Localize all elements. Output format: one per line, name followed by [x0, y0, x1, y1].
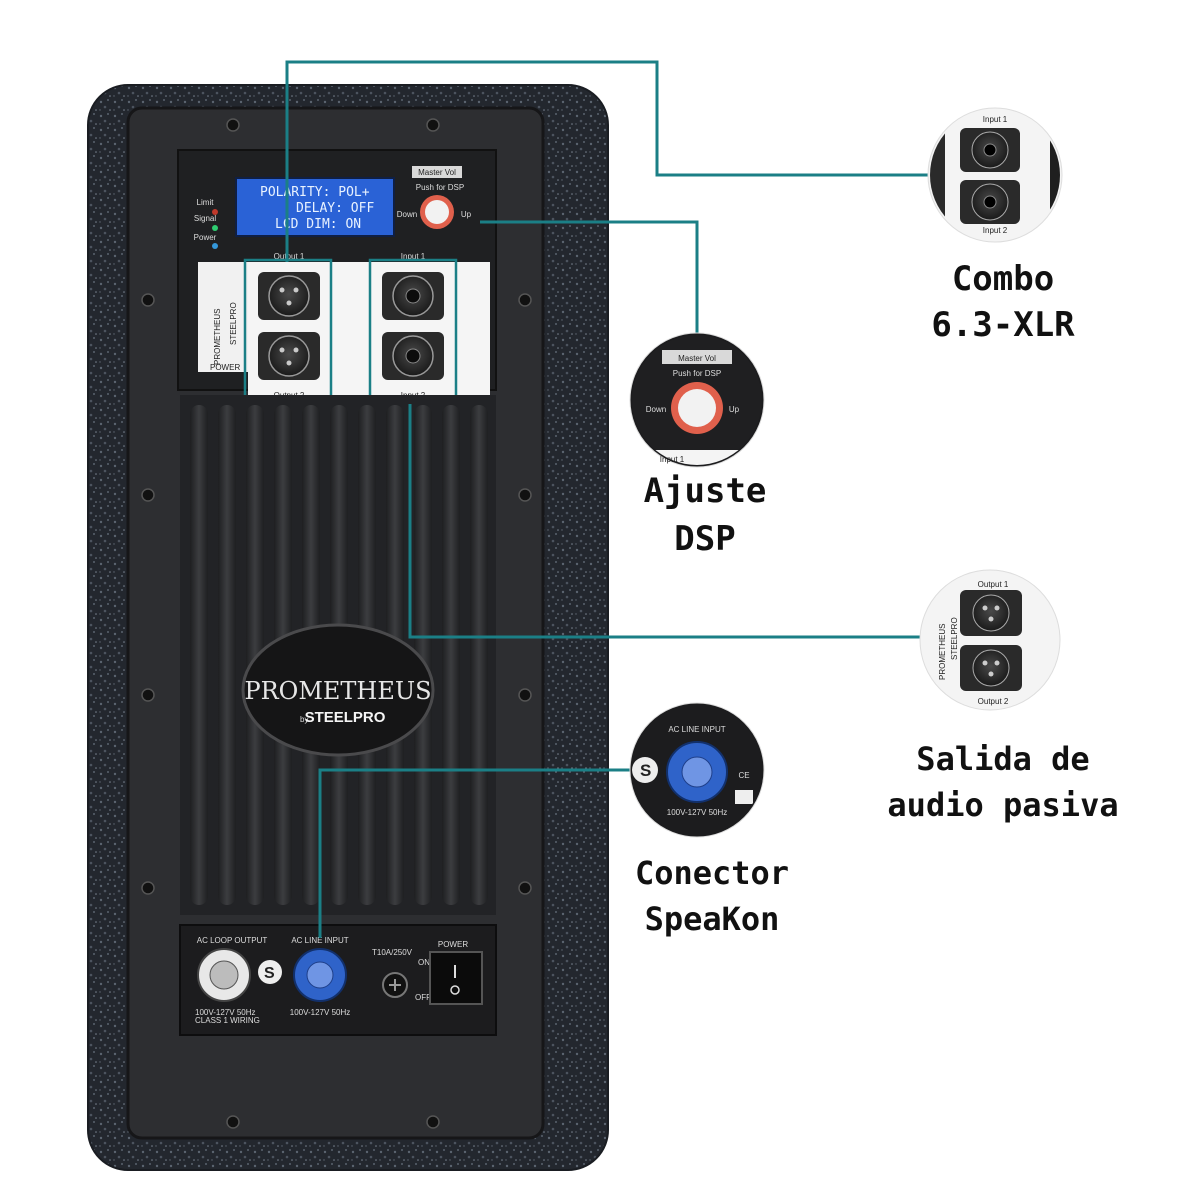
off-label: OFF	[415, 993, 431, 1002]
speakon-caption-line-2: SpeaKon	[645, 900, 780, 938]
combo-input-2[interactable]	[382, 332, 444, 380]
dsp-callout-line	[480, 220, 699, 335]
combo-input-1[interactable]	[382, 272, 444, 320]
ac-line-label: AC LINE INPUT	[291, 936, 348, 945]
combo-caption-line-1: Combo	[952, 259, 1054, 299]
led-label-signal: Signal	[194, 214, 216, 223]
lcd-display: POLARITY: POL+ DELAY: OFF LCD DIM: ON	[235, 177, 395, 237]
combo-zoom-bottom-label: Input 2	[983, 226, 1008, 235]
input-connector-plate: Input 1 Input 2	[330, 252, 490, 402]
output-1-label: Output 1	[274, 252, 305, 261]
lcd-line-2: DELAY: OFF	[296, 201, 374, 216]
master-vol-label: Master Vol	[418, 168, 456, 177]
led-label-limit: Limit	[197, 198, 215, 207]
power-label: POWER	[438, 940, 468, 949]
dsp-zoom-circle: Master Vol Push for DSP Down Up Input 1	[629, 332, 765, 468]
speakon-callout-line	[318, 768, 632, 938]
control-panel: Limit Signal Power POLARITY: POL+ DELAY:…	[194, 166, 490, 406]
heatsink-fin	[218, 405, 236, 905]
output-zoom-top: Output 1	[978, 580, 1009, 589]
input-1-label: Input 1	[401, 252, 426, 261]
ac-loop-label: AC LOOP OUTPUT	[197, 936, 268, 945]
output-callout-line	[408, 404, 922, 639]
combo-callout-line	[285, 60, 930, 262]
side-brand-name: PROMETHEUS	[213, 309, 222, 365]
output-zoom-sub: STEELPRO	[950, 617, 959, 660]
dsp-zoom-input: Input 1	[660, 455, 685, 464]
output-zoom-bottom: Output 2	[978, 697, 1009, 706]
xlr-output-1[interactable]	[258, 272, 320, 320]
side-brand-strip: PROMETHEUS STEELPRO POWER	[198, 262, 248, 372]
on-label: ON	[418, 958, 430, 967]
status-leds: Limit Signal Power	[194, 198, 218, 249]
power-small-label: POWER	[210, 363, 240, 372]
ac-loop-class: CLASS 1 WIRING	[195, 1016, 260, 1025]
limit-led	[212, 209, 218, 215]
output-caption-line-1: Salida de	[916, 740, 1089, 778]
brand-logo: PROMETHEUS by STEELPRO	[241, 623, 435, 757]
output-zoom-brand: PROMETHEUS	[938, 624, 947, 680]
output-zoom-circle: Output 1 Output 2 PROMETHEUS STEELPRO	[919, 569, 1061, 711]
led-label-power: Power	[194, 233, 217, 242]
ac-line-spec: 100V-127V 50Hz	[290, 1008, 351, 1017]
speakon-zoom-label: AC LINE INPUT	[668, 725, 725, 734]
dsp-zoom-down: Down	[646, 405, 666, 414]
up-label: Up	[461, 210, 472, 219]
lcd-line-3: LCD DIM: ON	[275, 217, 361, 232]
heatsink-fin	[414, 405, 432, 905]
xlr-output-2[interactable]	[258, 332, 320, 380]
logo-sub: STEELPRO	[305, 709, 386, 726]
speakon-zoom-circle: S AC LINE INPUT 100V-127V 50Hz CE	[629, 702, 765, 838]
safety-s-glyph: S	[264, 965, 275, 982]
heatsink-fin	[442, 405, 460, 905]
plate-screws	[141, 118, 532, 1129]
speakon-zoom-spec: 100V-127V 50Hz	[667, 808, 728, 817]
combo-zoom-circle: Input 1 Input 2	[927, 107, 1063, 243]
ac-loop-spec: 100V-127V 50Hz	[195, 1008, 256, 1017]
combo-zoom-top-label: Input 1	[983, 115, 1008, 124]
dsp-zoom-title: Master Vol	[678, 354, 716, 363]
push-for-dsp-label: Push for DSP	[416, 183, 464, 192]
power-switch[interactable]	[429, 951, 483, 1005]
dsp-zoom-push: Push for DSP	[673, 369, 721, 378]
speakon-ac-line-input[interactable]	[293, 948, 347, 1002]
combo-caption-line-2: 6.3-XLR	[931, 305, 1075, 345]
signal-led	[212, 225, 218, 231]
master-volume-knob[interactable]: Master Vol Push for DSP Down Up	[397, 166, 472, 229]
speakon-zoom-ce: CE	[738, 771, 749, 780]
side-brand-sub: STEELPRO	[229, 302, 238, 345]
output-caption-line-2: audio pasiva	[887, 786, 1118, 824]
lcd-line-1: POLARITY: POL+	[260, 185, 370, 200]
heatsink-fin	[246, 405, 264, 905]
speakon-caption-line-1: Conector	[635, 854, 789, 892]
power-panel: AC LOOP OUTPUT 100V-127V 50Hz CLASS 1 WI…	[179, 924, 497, 1036]
callout-lines	[285, 60, 930, 938]
logo-main: PROMETHEUS	[244, 677, 431, 705]
fuse-holder[interactable]	[382, 972, 408, 998]
speakon-zoom-s-icon: S	[640, 761, 651, 780]
ac-loop-output-connector[interactable]	[197, 948, 251, 1002]
power-led	[212, 243, 218, 249]
fuse-label: T10A/250V	[372, 948, 413, 957]
logo-by: by	[300, 715, 308, 724]
knob-cap	[425, 200, 449, 224]
output-connector-plate: Output 1 Output 2	[248, 252, 330, 402]
down-label: Down	[397, 210, 417, 219]
safety-mark-icon	[258, 960, 282, 984]
dsp-caption-line-2: DSP	[674, 519, 735, 559]
dsp-zoom-up: Up	[729, 405, 740, 414]
heatsink-fin	[190, 405, 208, 905]
dsp-caption-line-1: Ajuste	[644, 471, 767, 511]
heatsink-fin	[470, 405, 488, 905]
